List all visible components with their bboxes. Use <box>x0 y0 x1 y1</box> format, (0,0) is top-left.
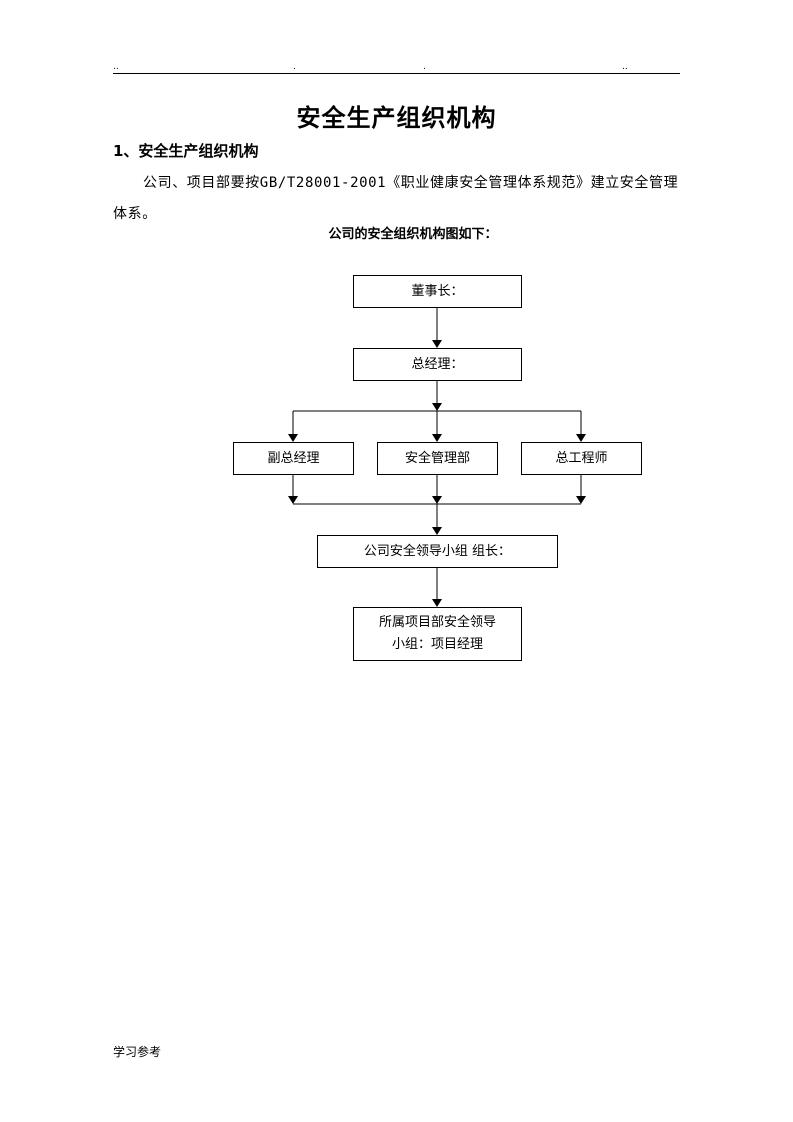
box-project-group-line2: 小组：项目经理 <box>391 637 483 652</box>
box-general-manager: 总经理： <box>353 348 522 381</box>
box-chief-engineer: 总工程师 <box>521 442 642 475</box>
footer-text: 学习参考 <box>113 1045 162 1059</box>
body-paragraph: 公司、项目部要按GB/T28001-2001《职业健康安全管理体系规范》建立安全… <box>113 175 679 222</box>
document-title: 安全生产组织机构 <box>296 103 497 132</box>
box-deputy-gm: 副总经理 <box>233 442 354 475</box>
box-safety-leader-group: 公司安全领导小组 组长： <box>317 535 558 568</box>
header-mark-4: .. <box>622 62 628 72</box>
header-mark-1: .. <box>113 62 119 72</box>
box-chairman-label: 董事长： <box>411 283 464 299</box>
box-chief-engineer-label: 总工程师 <box>555 450 608 466</box>
box-project-group: 所属项目部安全领导 小组：项目经理 <box>353 607 522 661</box>
box-chairman: 董事长： <box>353 275 522 308</box>
box-general-manager-label: 总经理： <box>411 356 464 372</box>
box-safety-dept-label: 安全管理部 <box>404 450 470 466</box>
chart-caption: 公司的安全组织机构图如下： <box>328 227 498 242</box>
header-mark-2: . <box>293 62 296 72</box>
box-project-group-line1: 所属项目部安全领导 <box>378 615 496 630</box>
section-heading: 1、安全生产组织机构 <box>113 142 259 160</box>
box-safety-leader-group-label: 公司安全领导小组 组长： <box>363 543 512 559</box>
header-mark-3: . <box>423 62 426 72</box>
box-deputy-gm-label: 副总经理 <box>267 450 320 466</box>
header-rule <box>113 73 680 74</box>
box-safety-dept: 安全管理部 <box>377 442 498 475</box>
